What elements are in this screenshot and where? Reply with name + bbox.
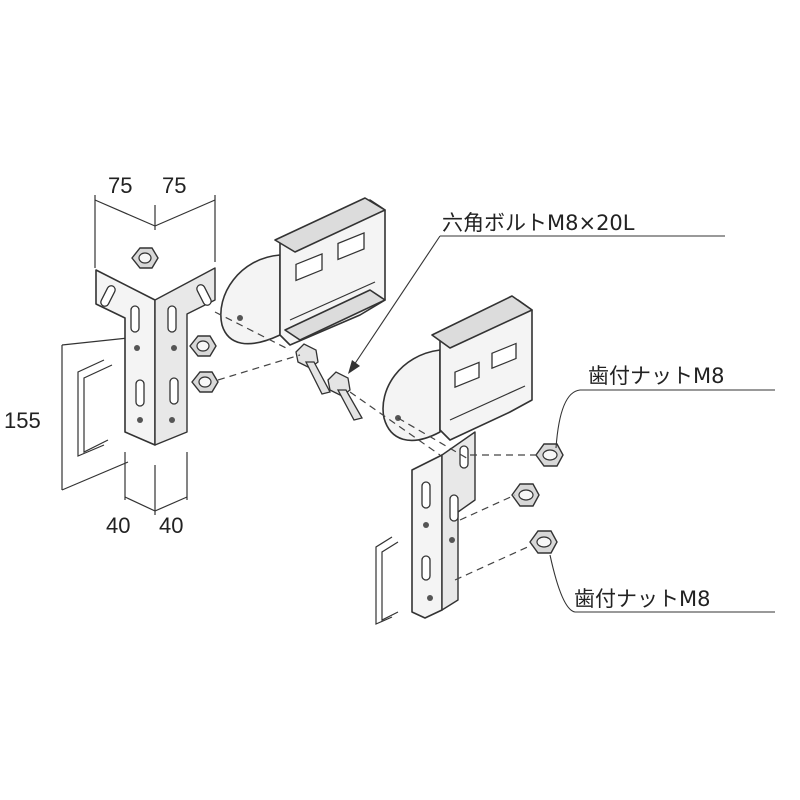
- corner-bracket-left: [77, 247, 219, 457]
- assembly-guide-lines: [214, 311, 540, 581]
- end-cap-lower: [382, 295, 533, 442]
- serrated-nut-middle: [511, 483, 540, 507]
- dim-bottom-left: 40: [106, 513, 130, 538]
- callout-serrated-nut-lower: 歯付ナットM8: [574, 587, 710, 611]
- hex-bolt: [327, 371, 363, 421]
- bolt-upper: [295, 343, 331, 395]
- callout-hex-bolt: 六角ボルトM8×20L: [442, 211, 635, 235]
- callout-serrated-nut-upper: 歯付ナットM8: [588, 364, 724, 388]
- arrow-head-bolt: [348, 360, 360, 374]
- dim-top-right: 75: [162, 173, 186, 198]
- leader-lines: [351, 235, 775, 613]
- serrated-nut-lower: [529, 530, 558, 554]
- dimension-lines: [61, 195, 216, 515]
- serrated-nut-upper: [535, 443, 564, 467]
- corner-bracket-right: [375, 431, 476, 625]
- dim-bottom-right: 40: [159, 513, 183, 538]
- dim-height: 155: [4, 408, 41, 433]
- end-cap-upper: [220, 197, 386, 346]
- dim-top-left: 75: [108, 173, 132, 198]
